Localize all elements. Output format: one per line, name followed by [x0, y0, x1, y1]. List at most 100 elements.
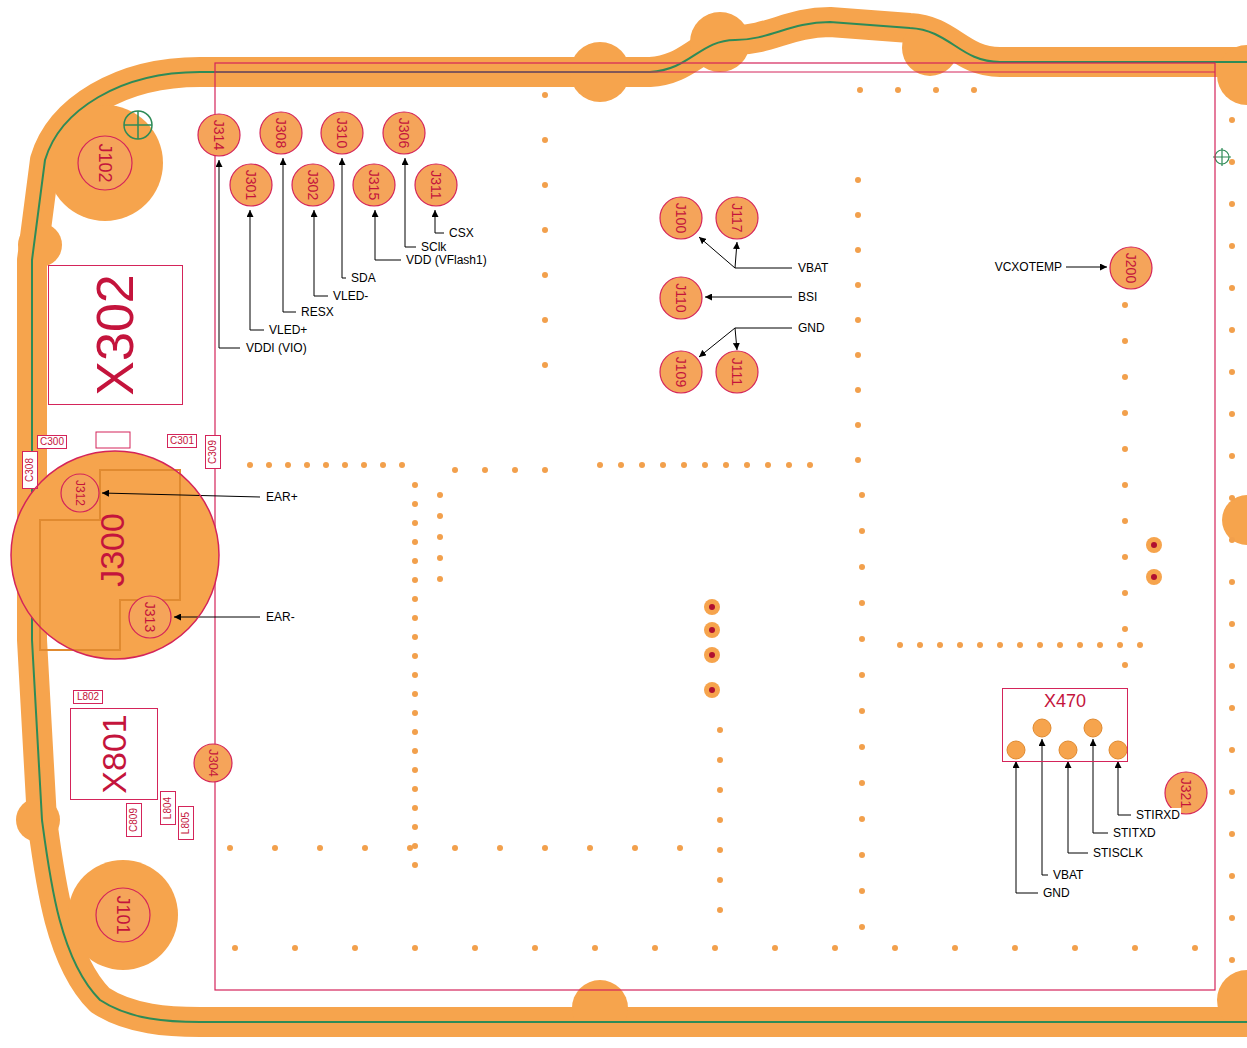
via-dot	[1137, 642, 1143, 648]
via-dot	[1229, 243, 1235, 249]
pad-circle	[716, 197, 758, 239]
part-label: J321	[1179, 778, 1193, 808]
via	[704, 599, 720, 615]
board-edge-lobe	[1222, 495, 1247, 545]
part-label: J101	[114, 895, 132, 934]
pad-circle	[194, 744, 232, 782]
test-pad: J109	[659, 350, 703, 394]
mounting-ring	[47, 105, 163, 221]
via-dot	[512, 467, 518, 473]
via-dot	[1122, 482, 1128, 488]
via-dot	[855, 422, 861, 428]
leader-line	[735, 328, 737, 350]
pad-circle	[660, 197, 702, 239]
via-dot	[717, 787, 723, 793]
earpiece-tab	[96, 432, 130, 448]
part-label: J314	[212, 120, 226, 150]
earpiece-circle	[11, 451, 219, 659]
via-dot	[412, 672, 418, 678]
via-dot	[1122, 302, 1128, 308]
via-dot	[859, 744, 865, 750]
via-dot	[1229, 873, 1235, 879]
via-dot	[723, 462, 729, 468]
pad-circle	[198, 114, 240, 156]
via-dot	[437, 513, 443, 519]
via-dot	[1229, 831, 1235, 837]
via-dot	[597, 462, 603, 468]
via-dot	[1012, 945, 1018, 951]
via-dot	[227, 845, 233, 851]
via-dot	[412, 748, 418, 754]
via-dot	[542, 182, 548, 188]
via-hole	[1151, 574, 1157, 580]
part-label: J102	[96, 143, 114, 182]
via-dot	[859, 924, 865, 930]
via-dot	[717, 907, 723, 913]
pad-circle	[716, 351, 758, 393]
test-pad: J304	[193, 743, 233, 783]
signal-name: GND	[1042, 886, 1071, 901]
board-outline	[215, 63, 1215, 990]
via-dot	[957, 642, 963, 648]
via-dot	[857, 87, 863, 93]
via-dot	[437, 555, 443, 561]
signal-name: RESX	[300, 305, 335, 320]
test-pad: J308	[259, 111, 303, 155]
via-dot	[859, 816, 865, 822]
part-label: J117	[730, 203, 744, 232]
component-outline: X470	[1002, 688, 1128, 762]
via-dot	[437, 576, 443, 582]
signal-name: CSX	[448, 226, 475, 241]
via-dot	[412, 862, 418, 868]
via-dot	[681, 462, 687, 468]
via-dot	[971, 87, 977, 93]
leader-line	[174, 617, 260, 618]
pad-circle	[129, 596, 171, 638]
leader-line	[435, 210, 444, 233]
via-dot	[412, 539, 418, 545]
part-label: J100	[674, 203, 688, 233]
via-hole	[709, 604, 715, 610]
via-dot	[323, 462, 329, 468]
test-pad: J314	[197, 113, 241, 157]
test-pad: J102	[77, 135, 133, 191]
via-dot	[361, 462, 367, 468]
reference-designator: C300	[40, 437, 64, 447]
via-dot	[786, 462, 792, 468]
leader-line	[1016, 761, 1038, 893]
via-dot	[1229, 159, 1235, 165]
via-dot	[292, 945, 298, 951]
part-label: J312	[74, 480, 86, 506]
via-dot	[1229, 327, 1235, 333]
via-dot	[1229, 957, 1235, 963]
via	[1146, 537, 1162, 553]
part-label: J302	[306, 170, 320, 200]
test-pad: J306	[382, 111, 426, 155]
via-dot	[412, 520, 418, 526]
via-dot	[717, 847, 723, 853]
via-dot	[937, 642, 943, 648]
reference-designator: L802	[77, 692, 99, 702]
via-dot	[855, 282, 861, 288]
via-dot	[1132, 945, 1138, 951]
reference-designator: C309	[208, 440, 218, 464]
leader-line	[1118, 761, 1131, 815]
board-outline	[215, 72, 1215, 73]
leader-line	[1042, 739, 1048, 875]
via-dot	[232, 945, 238, 951]
via-dot	[247, 462, 253, 468]
via-dot	[412, 729, 418, 735]
via-dot	[587, 845, 593, 851]
earpiece-outline: J300J312J313	[10, 450, 220, 660]
via-dot	[855, 177, 861, 183]
pad-circle	[415, 164, 457, 206]
leader-line	[405, 158, 416, 247]
via-dot	[399, 462, 405, 468]
via-dot	[855, 212, 861, 218]
via	[704, 682, 720, 698]
via-dot	[412, 710, 418, 716]
via-dot	[412, 577, 418, 583]
via-dot	[677, 845, 683, 851]
via-dot	[632, 845, 638, 851]
via-dot	[1229, 285, 1235, 291]
